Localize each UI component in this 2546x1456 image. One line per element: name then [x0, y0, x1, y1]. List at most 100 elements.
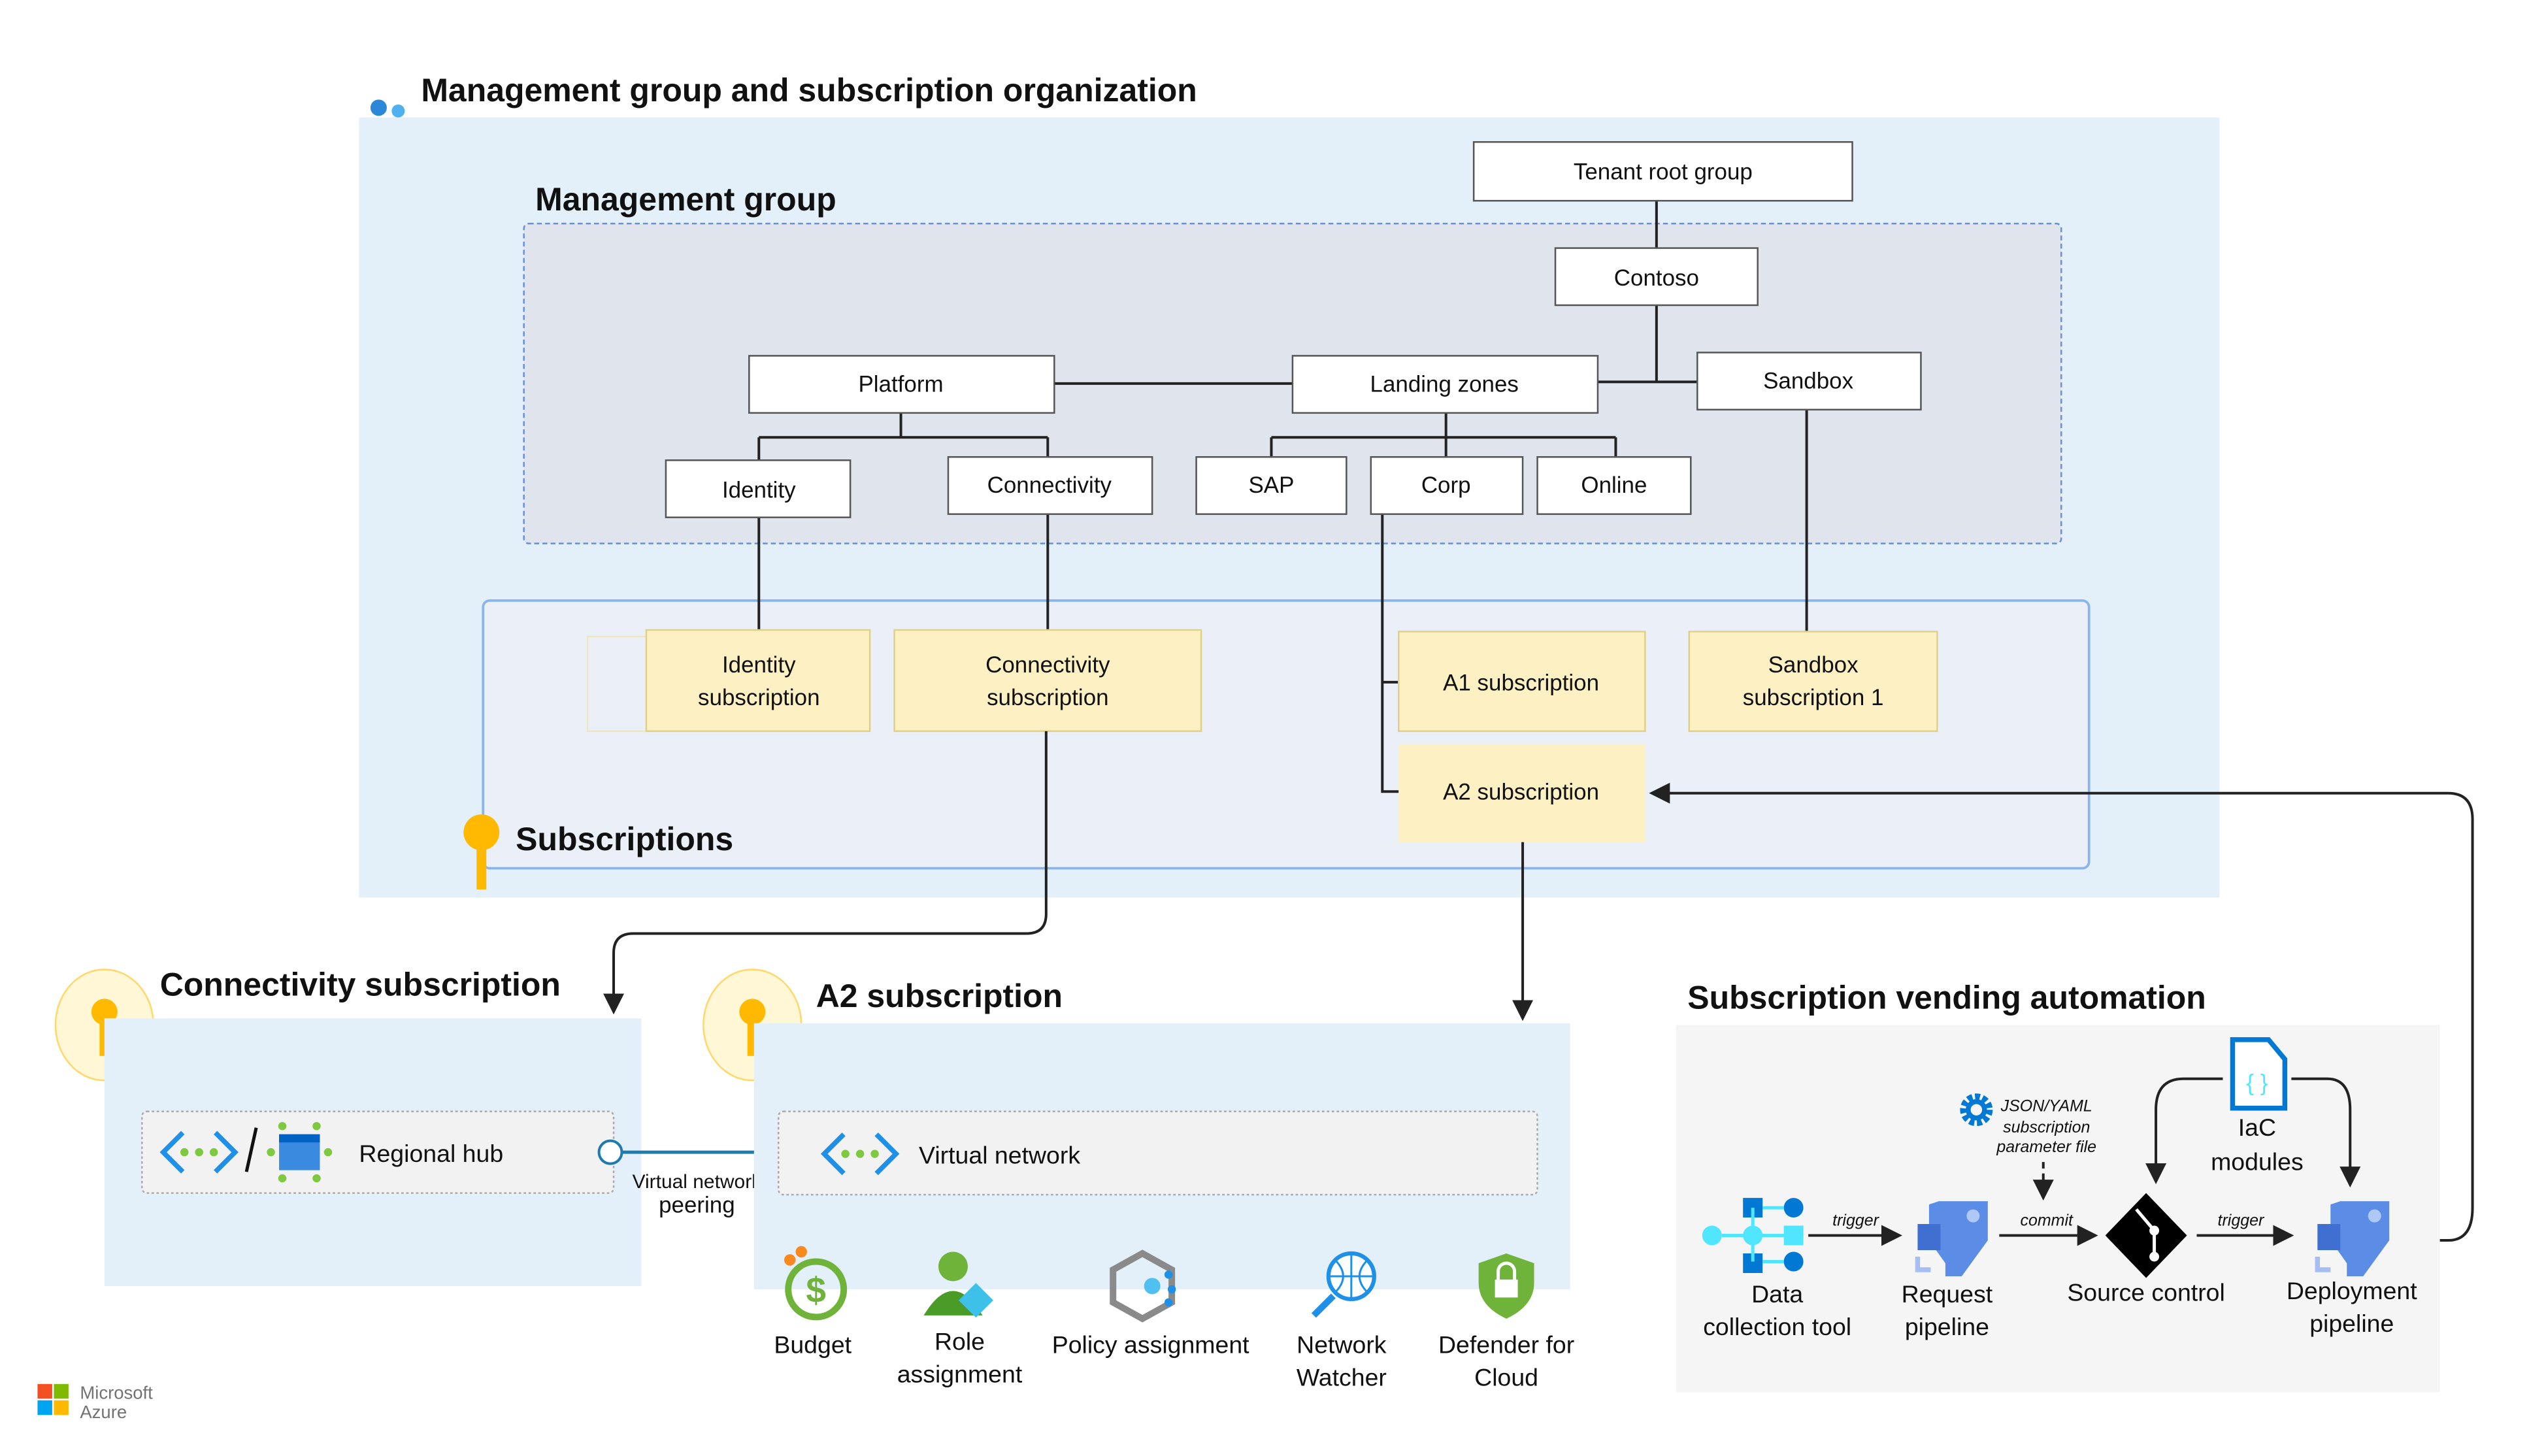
virtual-network-box[interactable] — [778, 1110, 1538, 1196]
svg-text:parameter file: parameter file — [1996, 1138, 2096, 1156]
svg-text:Azure: Azure — [80, 1402, 127, 1422]
vending-arrows — [1808, 1077, 2361, 1246]
svg-text:Tenant root group[interactable]: Tenant root group — [1574, 159, 1753, 185]
data-collection-icon[interactable] — [1702, 1198, 1804, 1273]
node-identity[interactable]: Identity — [665, 459, 851, 518]
pipeline-icon[interactable] — [2315, 1201, 2390, 1276]
svg-text:Landing zones[interactable]: Landing zones — [1370, 371, 1519, 397]
svg-text:Microsoft: Microsoft — [80, 1382, 153, 1402]
svg-text:Deployment[interactable]: Deployment — [2287, 1277, 2417, 1304]
svg-text:pipeline[interactable]: pipeline — [2309, 1310, 2394, 1337]
svg-text:Platform[interactable]: Platform — [858, 371, 943, 397]
svg-text:subscription[interactable]: subscription — [698, 685, 820, 710]
svg-text:Data[interactable]: Data — [1751, 1280, 1803, 1308]
deployment-pipeline[interactable]: Deployment pipeline — [2287, 1201, 2417, 1337]
svg-text:Sandbox[interactable]: Sandbox — [1768, 652, 1859, 678]
parameter-file: JSON/YAML subscription parameter file — [1960, 1093, 2096, 1156]
node-corp[interactable]: Corp — [1370, 456, 1524, 515]
connectivity-subscription-heading: Connectivity subscription — [160, 966, 561, 1002]
svg-text:modules[interactable]: modules — [2211, 1148, 2304, 1176]
mg-nodes: Tenant root group Contoso Platform Landi… — [665, 141, 1922, 518]
virtual-hub-icon — [267, 1121, 333, 1183]
svg-text:collection tool[interactable]: collection tool — [1703, 1313, 1851, 1340]
connectors — [603, 731, 2474, 1242]
slash-separator — [244, 1127, 258, 1172]
sub-a1[interactable]: A1 subscription — [1398, 631, 1646, 733]
request-pipeline[interactable]: Request pipeline — [1902, 1201, 1993, 1340]
network-watcher-icon[interactable] — [1311, 1251, 1376, 1318]
gear-icon — [1960, 1093, 1993, 1127]
svg-text:subscription 1[interactable]: subscription 1 — [1743, 685, 1884, 710]
vending-area — [1676, 1025, 2440, 1393]
svg-text:Watcher[interactable]: Watcher — [1297, 1363, 1387, 1391]
node-landing-zones[interactable]: Landing zones — [1291, 355, 1599, 414]
svg-text:Network[interactable]: Network — [1297, 1331, 1387, 1358]
subscriptions-heading: Subscriptions — [516, 821, 733, 857]
svg-text:Online[interactable]: Online — [1581, 472, 1647, 498]
git-icon[interactable] — [2105, 1193, 2187, 1278]
data-collection-tool[interactable]: Data collection tool — [1702, 1198, 1851, 1340]
defender-icon[interactable] — [1478, 1253, 1534, 1319]
svg-text:A1 subscription[interactable]: A1 subscription — [1443, 670, 1599, 695]
svg-text:SAP[interactable]: SAP — [1248, 472, 1294, 498]
svg-text:Connectivity[interactable]: Connectivity — [987, 472, 1112, 498]
sub-a2[interactable]: A2 subscription — [1398, 744, 1645, 842]
iac-modules[interactable]: { } IaC modules — [2211, 1037, 2304, 1176]
budget-icon[interactable]: $ — [784, 1246, 848, 1321]
node-contoso[interactable]: Contoso — [1554, 247, 1759, 306]
pipeline-icon[interactable] — [1915, 1201, 1988, 1276]
peering-label-1: Virtual network — [633, 1171, 763, 1193]
node-sandbox[interactable]: Sandbox — [1696, 352, 1922, 411]
sub-identity[interactable]: Identity subscription — [645, 629, 871, 733]
a2-subscription-heading: A2 subscription — [816, 978, 1063, 1014]
svg-text:Corp[interactable]: Corp — [1421, 472, 1471, 498]
source-control[interactable]: Source control — [2067, 1193, 2225, 1306]
svg-text:{ }[interactable]: { } — [2246, 1070, 2268, 1095]
budget-item[interactable]: $ Budget — [774, 1246, 852, 1359]
vending-heading: Subscription vending automation — [1687, 979, 2206, 1016]
code-file-icon[interactable]: { } — [2230, 1037, 2288, 1111]
svg-text:Identity[interactable]: Identity — [722, 478, 796, 503]
svg-text:A2 subscription[interactable]: A2 subscription — [1443, 780, 1599, 805]
commit-label: commit — [2021, 1212, 2074, 1230]
policy-assignment-item[interactable]: Policy assignment — [1052, 1249, 1249, 1358]
svg-text:Defender for[interactable]: Defender for — [1438, 1331, 1574, 1358]
svg-text:IaC[interactable]: IaC — [2238, 1114, 2276, 1141]
node-sap[interactable]: SAP — [1195, 456, 1347, 515]
key-icon — [463, 814, 500, 890]
svg-text:Budget[interactable]: Budget — [774, 1331, 851, 1358]
sub-connectivity[interactable]: Connectivity subscription — [893, 629, 1202, 733]
node-tenant-root[interactable]: Tenant root group — [1472, 141, 1853, 202]
svg-text:Identity[interactable]: Identity — [722, 652, 796, 678]
svg-text:$[interactable]: $ — [806, 1270, 826, 1310]
node-online[interactable]: Online — [1536, 456, 1692, 515]
policy-icon[interactable] — [1110, 1249, 1176, 1323]
node-connectivity[interactable]: Connectivity — [947, 456, 1153, 515]
svg-text:JSON/YAML: JSON/YAML — [2000, 1097, 2092, 1116]
subscriptions-area — [482, 599, 2091, 870]
svg-text:Cloud[interactable]: Cloud — [1474, 1363, 1538, 1391]
svg-text:Policy assignment[interactable]: Policy assignment — [1052, 1331, 1249, 1358]
svg-text:Role[interactable]: Role — [934, 1327, 985, 1355]
regional-hub-label: Regional hub — [359, 1140, 503, 1167]
svg-text:Sandbox[interactable]: Sandbox — [1763, 368, 1854, 393]
svg-text:subscription[interactable]: subscription — [987, 685, 1109, 710]
node-platform[interactable]: Platform — [748, 355, 1055, 414]
svg-text:Source control[interactable]: Source control — [2067, 1278, 2225, 1306]
virtual-network-label: Virtual network — [919, 1142, 1080, 1169]
svg-text:subscription: subscription — [2003, 1118, 2090, 1136]
trigger-label-2: trigger — [2218, 1212, 2265, 1230]
trigger-label-1: trigger — [1832, 1212, 1879, 1230]
svg-text:Connectivity[interactable]: Connectivity — [985, 652, 1110, 678]
vnet-icon — [159, 1131, 239, 1174]
sub-sandbox-1[interactable]: Sandbox subscription 1 — [1688, 631, 1938, 733]
svg-text:assignment[interactable]: assignment — [897, 1360, 1023, 1387]
svg-text:pipeline[interactable]: pipeline — [1905, 1313, 1989, 1340]
svg-text:Request[interactable]: Request — [1902, 1280, 1993, 1308]
vnet-icon — [820, 1133, 900, 1176]
svg-text:Contoso[interactable]: Contoso — [1614, 265, 1699, 291]
